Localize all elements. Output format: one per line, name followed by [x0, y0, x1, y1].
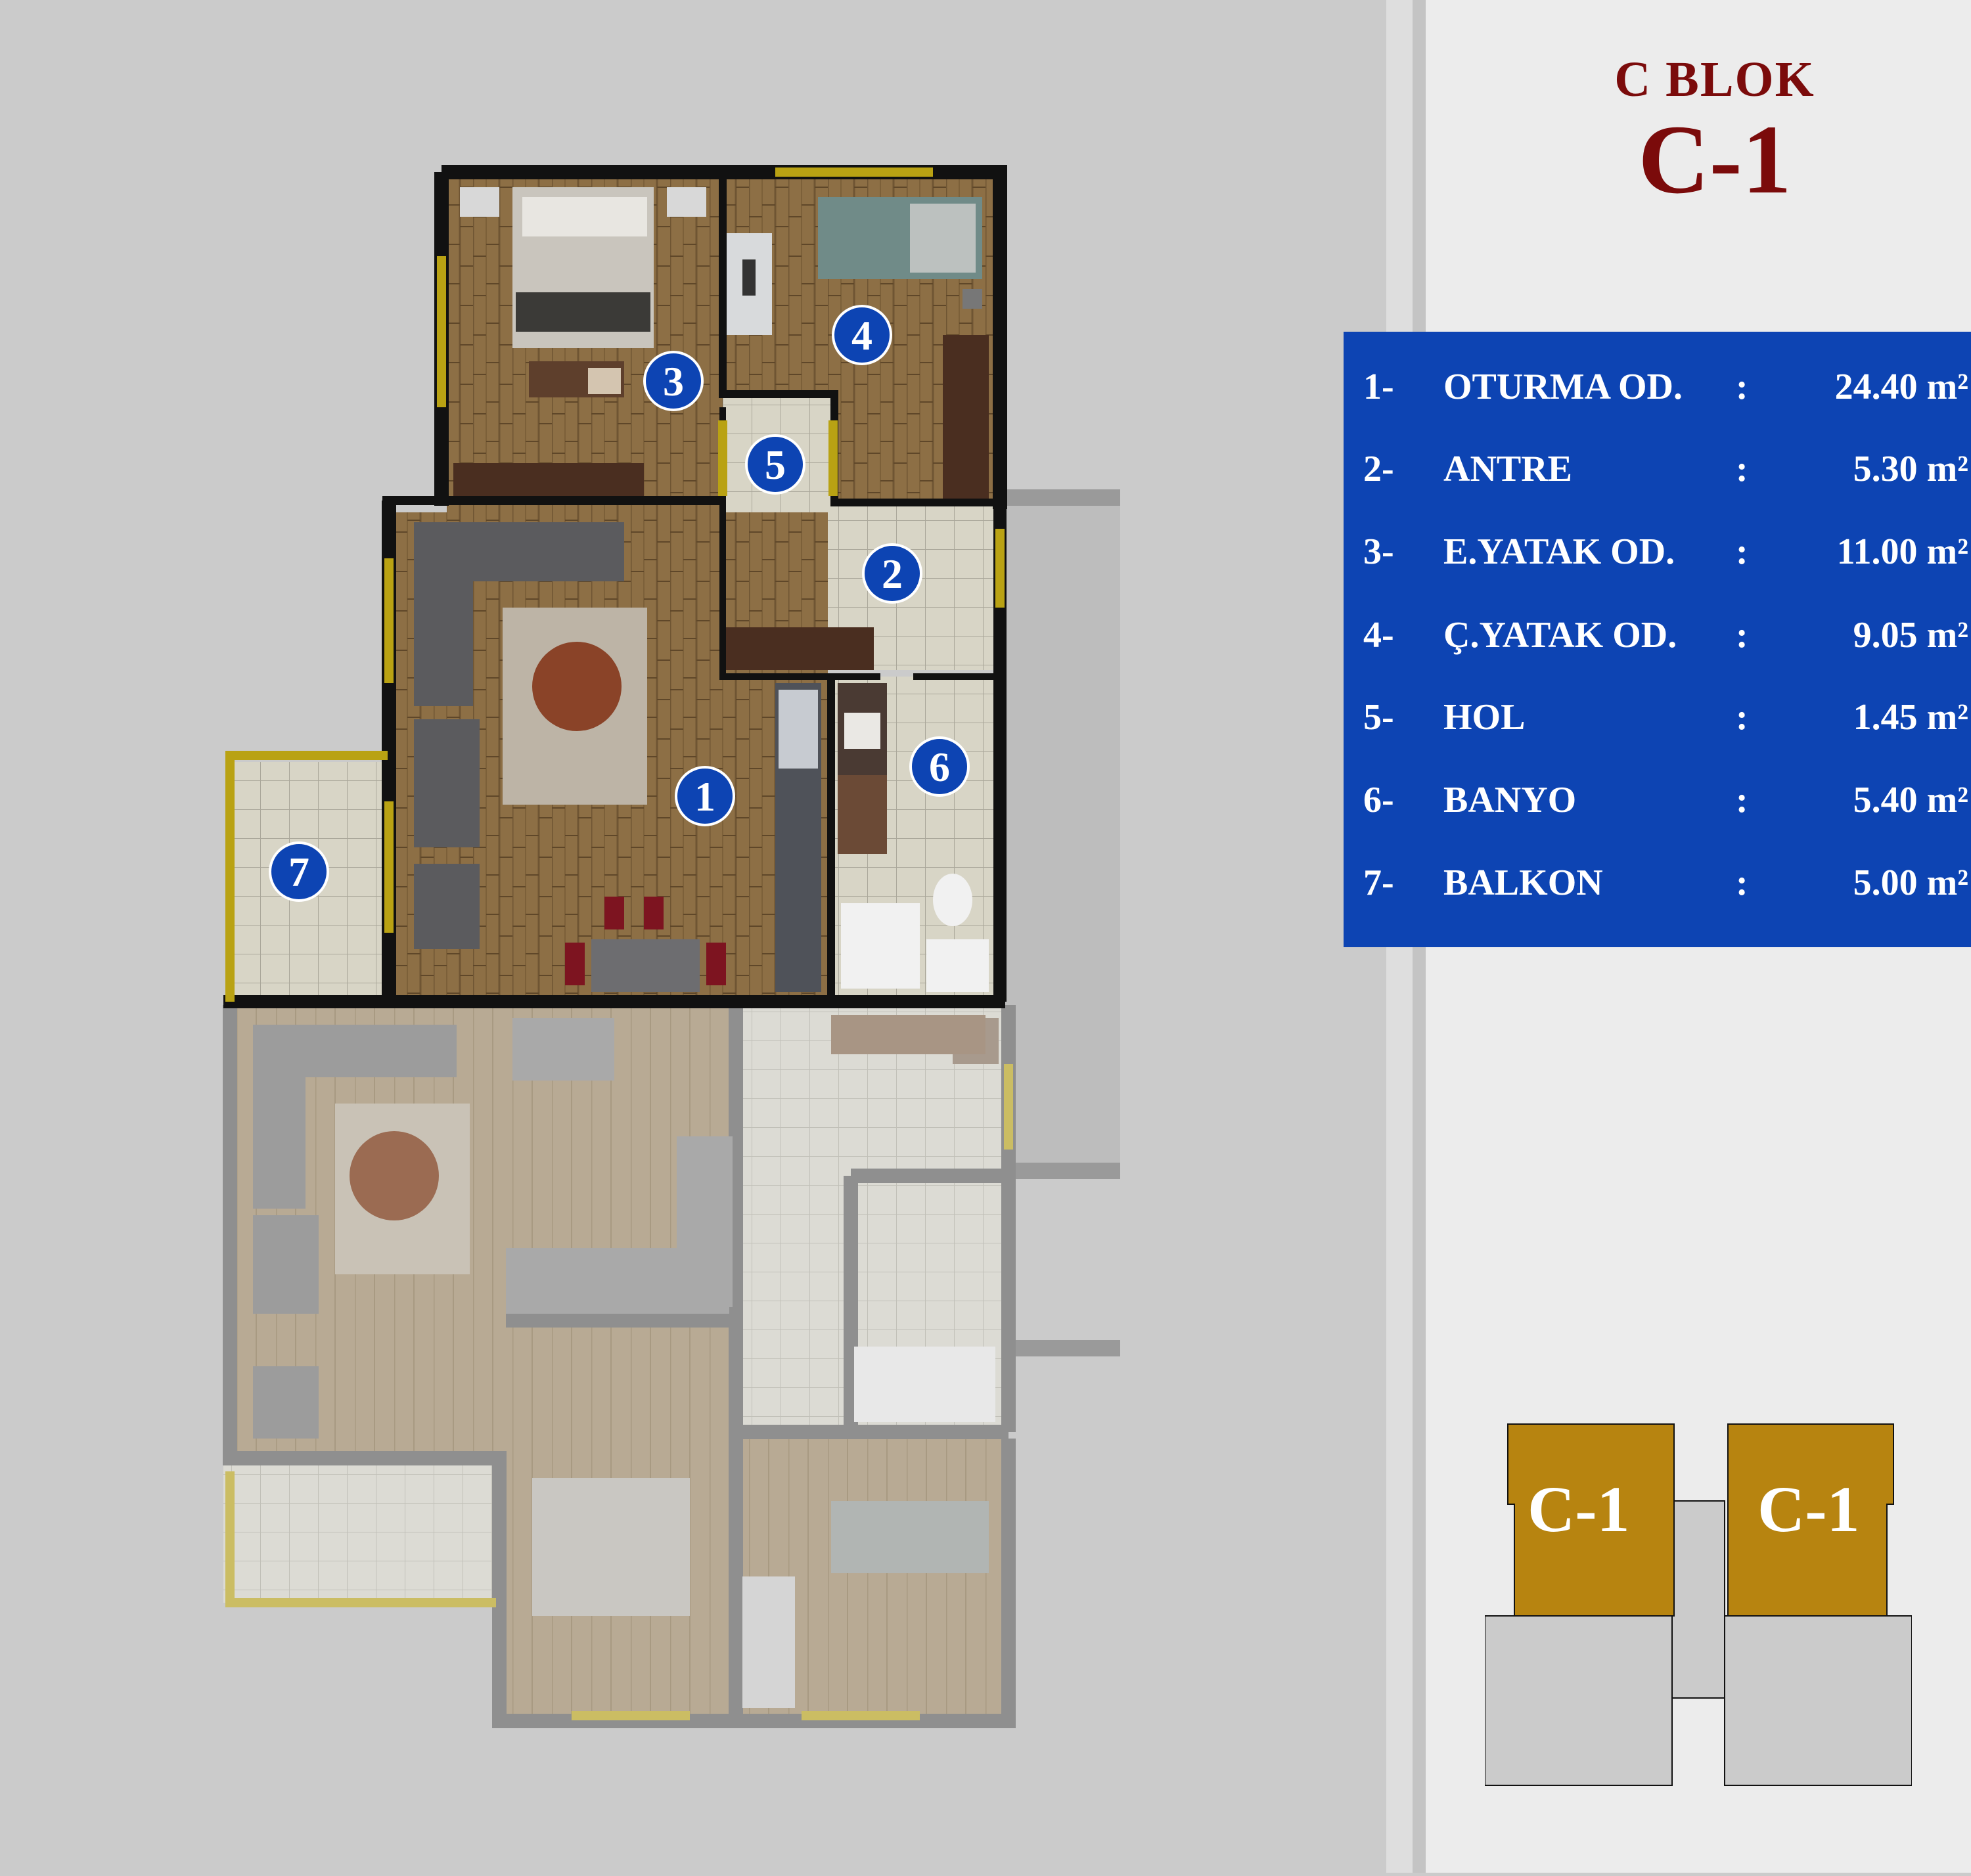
neighbour-unit-faded	[223, 1005, 1016, 1728]
room-marker-number: 5	[765, 441, 786, 488]
room-separator: :	[1736, 367, 1748, 407]
room-marker-circle	[675, 766, 735, 826]
room-area: 5.30 m²	[1853, 449, 1968, 489]
room-marker: 1	[675, 766, 735, 826]
exterior-ledge	[1002, 489, 1120, 1356]
room-row: 5- HOL : 1.45 m²	[1344, 696, 1971, 749]
room-number: 3-	[1363, 531, 1394, 572]
room-marker-circle	[862, 543, 922, 604]
room-markers: 1 2 3 4 5 6 7	[269, 305, 970, 902]
unit-walls	[223, 165, 1007, 1008]
unit-windows	[225, 168, 1005, 1002]
room-number: 4-	[1363, 615, 1394, 656]
room-row: 3- E.YATAK OD. : 11.00 m²	[1344, 531, 1971, 583]
key-plan-unit-label: C-1	[1757, 1473, 1860, 1546]
room-marker: 7	[269, 841, 329, 902]
room-row: 6- BANYO : 5.40 m²	[1344, 779, 1971, 832]
room-marker-number: 1	[694, 773, 715, 820]
room-marker-circle	[909, 736, 970, 797]
room-separator: :	[1736, 780, 1748, 820]
room-name: OTURMA OD.	[1443, 367, 1683, 407]
room-area: 5.00 m²	[1853, 862, 1968, 903]
room-area-table: 1- OTURMA OD. : 24.40 m² 2- ANTRE : 5.30…	[1344, 332, 1971, 947]
room-separator: :	[1736, 615, 1748, 656]
floor-plan-area: 1 2 3 4 5 6 7	[223, 165, 1120, 1728]
room-name: E.YATAK OD.	[1443, 531, 1675, 572]
block-title: C BLOK	[1614, 52, 1815, 107]
room-name: ANTRE	[1443, 449, 1573, 489]
room-marker-number: 3	[663, 358, 684, 405]
room-row: 4- Ç.YATAK OD. : 9.05 m²	[1344, 614, 1971, 667]
room-separator: :	[1736, 697, 1748, 738]
key-plan-unit-label: C-1	[1528, 1473, 1630, 1546]
room-area: 9.05 m²	[1853, 615, 1968, 656]
room-marker-circle	[832, 305, 892, 365]
room-marker-number: 7	[288, 849, 309, 895]
room-marker-circle	[269, 841, 329, 902]
room-name: BALKON	[1443, 862, 1603, 903]
room-separator: :	[1736, 531, 1748, 572]
floor-plan-drawing: 1 2 3 4 5 6 7	[223, 165, 1120, 1728]
room-number: 6-	[1363, 780, 1394, 820]
room-area: 11.00 m²	[1836, 531, 1968, 572]
room-number: 1-	[1363, 367, 1394, 407]
room-area: 1.45 m²	[1853, 697, 1968, 738]
room-marker: 3	[643, 351, 704, 411]
room-name: Ç.YATAK OD.	[1443, 615, 1677, 656]
room-row: 1- OTURMA OD. : 24.40 m²	[1344, 366, 1971, 418]
room-area: 24.40 m²	[1834, 367, 1968, 407]
room-marker-number: 4	[851, 312, 872, 359]
room-marker: 5	[745, 434, 805, 495]
room-area: 5.40 m²	[1853, 780, 1968, 820]
room-separator: :	[1736, 449, 1748, 489]
room-row: 7- BALKON : 5.00 m²	[1344, 862, 1971, 914]
room-number: 5-	[1363, 697, 1394, 738]
unit-title: C-1	[1638, 105, 1792, 214]
room-marker-number: 2	[882, 550, 903, 597]
room-marker: 6	[909, 736, 970, 797]
room-marker-circle	[745, 434, 805, 495]
room-number: 7-	[1363, 862, 1394, 903]
room-separator: :	[1736, 862, 1748, 903]
unit-furniture	[414, 187, 989, 992]
room-name: BANYO	[1443, 780, 1577, 820]
room-marker: 2	[862, 543, 922, 604]
room-marker: 4	[832, 305, 892, 365]
room-number: 2-	[1363, 449, 1394, 489]
room-name: HOL	[1443, 697, 1526, 738]
room-marker-number: 6	[929, 744, 950, 790]
room-row: 2- ANTRE : 5.30 m²	[1344, 448, 1971, 501]
room-marker-circle	[643, 351, 704, 411]
key-plan	[1485, 1423, 1912, 1786]
